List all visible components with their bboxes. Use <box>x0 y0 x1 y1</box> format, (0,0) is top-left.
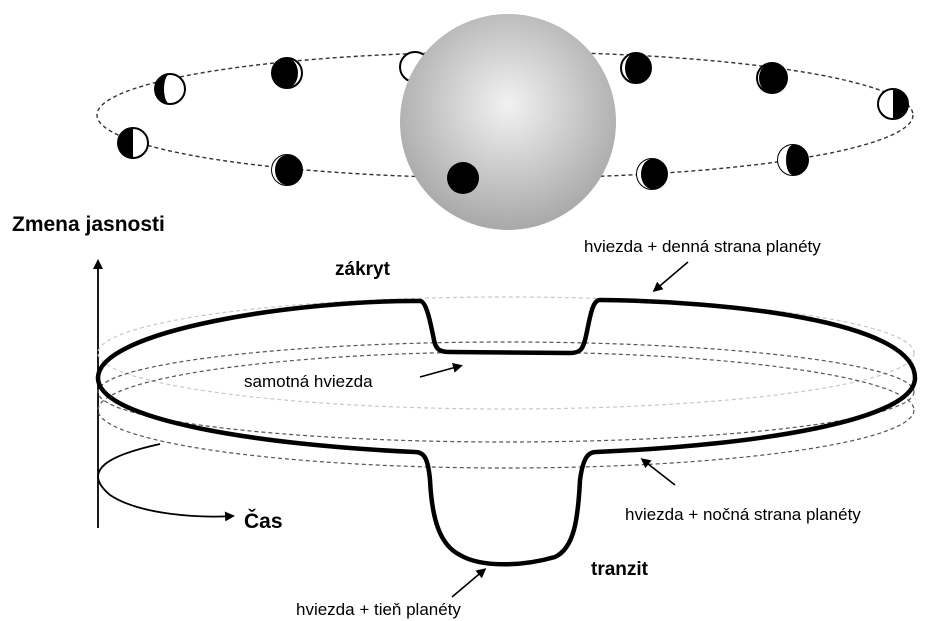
pointer-arrows <box>420 262 688 597</box>
star-shadow-label: hviezda + tieň planéty <box>296 600 461 619</box>
planet-phase-new-transit <box>447 162 479 194</box>
planet-phase-full-right <box>757 63 787 93</box>
pointer-dayside <box>655 262 688 290</box>
star-only-reference-ellipse <box>98 342 914 442</box>
planet-phase-crescent-right <box>778 145 808 175</box>
nightside-reference-ellipse <box>98 352 914 468</box>
star-dayside-label: hviezda + denná strana planéty <box>584 237 821 256</box>
time-axis-arrow <box>98 444 232 517</box>
planet-phase-waning-left-upper <box>155 74 185 104</box>
host-star <box>400 14 616 230</box>
y-axis-label: Zmena jasnosti <box>12 213 165 236</box>
pointer-shadow <box>452 570 484 597</box>
axes <box>98 262 232 528</box>
light-curve <box>98 300 915 564</box>
planet-phase-gibbous-left <box>272 58 302 88</box>
star-alone-label: samotná hviezda <box>244 372 373 391</box>
transit-label: tranzit <box>591 559 649 580</box>
reference-ellipses <box>98 297 914 468</box>
pointer-star-alone <box>420 366 460 377</box>
orbit-group <box>97 14 913 230</box>
planet-phase-quarter-left <box>118 128 148 158</box>
planet-phase-gibbous-right <box>621 53 651 83</box>
labels: Zmena jasnosti Čas zákryt tranzit samotn… <box>12 213 861 619</box>
planet-phase-crescent-center-right <box>637 159 667 189</box>
star-nightside-label: hviezda + nočná strana planéty <box>625 505 861 524</box>
occultation-label: zákryt <box>335 259 391 280</box>
planet-phase-quarter-right <box>878 89 908 119</box>
x-axis-label: Čas <box>244 509 283 533</box>
planet-phase-crescent-left <box>272 155 302 185</box>
